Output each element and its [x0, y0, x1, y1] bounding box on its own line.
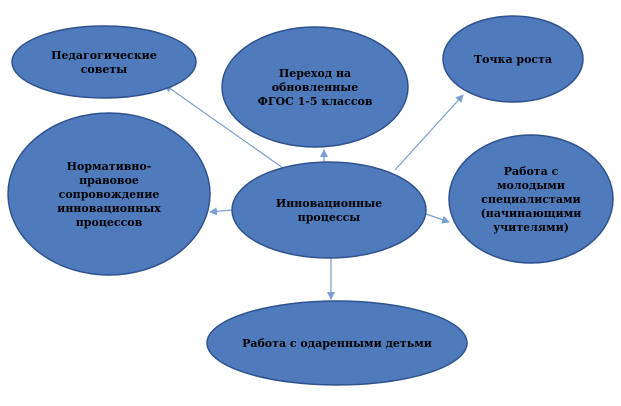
arrow-to-young-teachers [425, 213, 450, 224]
node-label-line: (начинающими [481, 207, 582, 220]
node-shape-gifted [206, 300, 468, 386]
node-shape-center [231, 161, 427, 259]
node-label-line: Работа с [504, 165, 559, 178]
node-shape-ped-council [11, 25, 197, 99]
node-label-line: обновленные [272, 81, 359, 94]
node-label-line: процессы [298, 211, 361, 224]
node-growth-point: Точка роста [442, 15, 584, 103]
node-label-line: учителями) [493, 221, 569, 234]
node-label-line: сопровождение [59, 188, 160, 201]
node-label-line: инновационных [57, 202, 161, 215]
node-label-line: Работа с одаренными детьми [242, 337, 432, 350]
node-shape-young-teachers [448, 134, 614, 264]
node-label-line: ФГОС 1-5 классов [257, 95, 372, 108]
node-label-line: Переход на [279, 67, 351, 80]
arrow-to-growth-point [394, 94, 464, 171]
node-legal-support: Нормативно-правовоесопровождениеинноваци… [7, 112, 211, 276]
node-label-line: молодыми [497, 179, 565, 192]
node-label-line: процессов [76, 216, 143, 229]
node-label-line: Педагогические [51, 49, 157, 62]
node-label-line: советы [81, 63, 128, 76]
node-label-line: Нормативно- [67, 160, 152, 173]
node-label-line: специалистами [481, 193, 580, 206]
node-gifted: Работа с одаренными детьми [206, 300, 468, 386]
arrow-to-ped-council [164, 84, 284, 169]
node-label-line: Инновационные [276, 197, 382, 210]
arrow-to-legal-support [209, 207, 233, 216]
node-label-line: Точка роста [474, 53, 552, 66]
node-shape-growth-point [442, 15, 584, 103]
node-label-line: правовое [79, 174, 139, 187]
connector-layer [164, 84, 464, 300]
node-young-teachers: Работа смолодымиспециалистами(начинающим… [448, 134, 614, 264]
node-shape-legal-support [7, 112, 211, 276]
node-shape-fgos [221, 26, 409, 148]
